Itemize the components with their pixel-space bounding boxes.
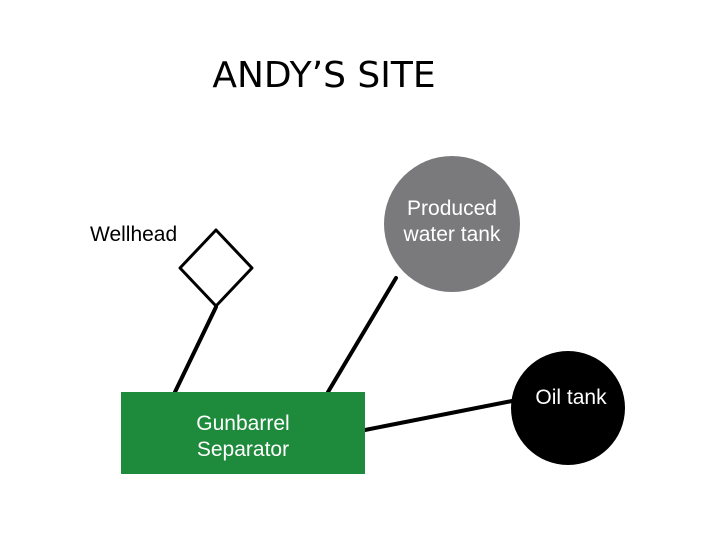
- produced-water-tank-label-line-1: Produced: [407, 197, 497, 220]
- separator-to-oil-tank-line: [363, 399, 514, 432]
- wellhead-to-separator-line: [173, 305, 218, 394]
- gunbarrel-separator-label-line-2: Separator: [196, 438, 290, 461]
- gunbarrel-separator-label: Gunbarrel Separator: [121, 411, 365, 463]
- page-title: ANDY’S SITE: [212, 55, 436, 96]
- gunbarrel-separator-box: [121, 392, 365, 474]
- oil-tank-circle: [511, 351, 625, 465]
- produced-water-tank-circle: [384, 156, 520, 292]
- produced-water-to-separator-line: [326, 276, 398, 394]
- wellhead-label: Wellhead: [90, 223, 178, 246]
- wellhead-diamond: [178, 228, 254, 308]
- gunbarrel-separator-label-line-1: Gunbarrel: [196, 412, 290, 435]
- oil-tank-label: Oil tank: [535, 386, 607, 409]
- produced-water-tank-label-line-2: water tank: [403, 223, 501, 246]
- produced-water-tank-label: Produced water tank: [382, 196, 522, 248]
